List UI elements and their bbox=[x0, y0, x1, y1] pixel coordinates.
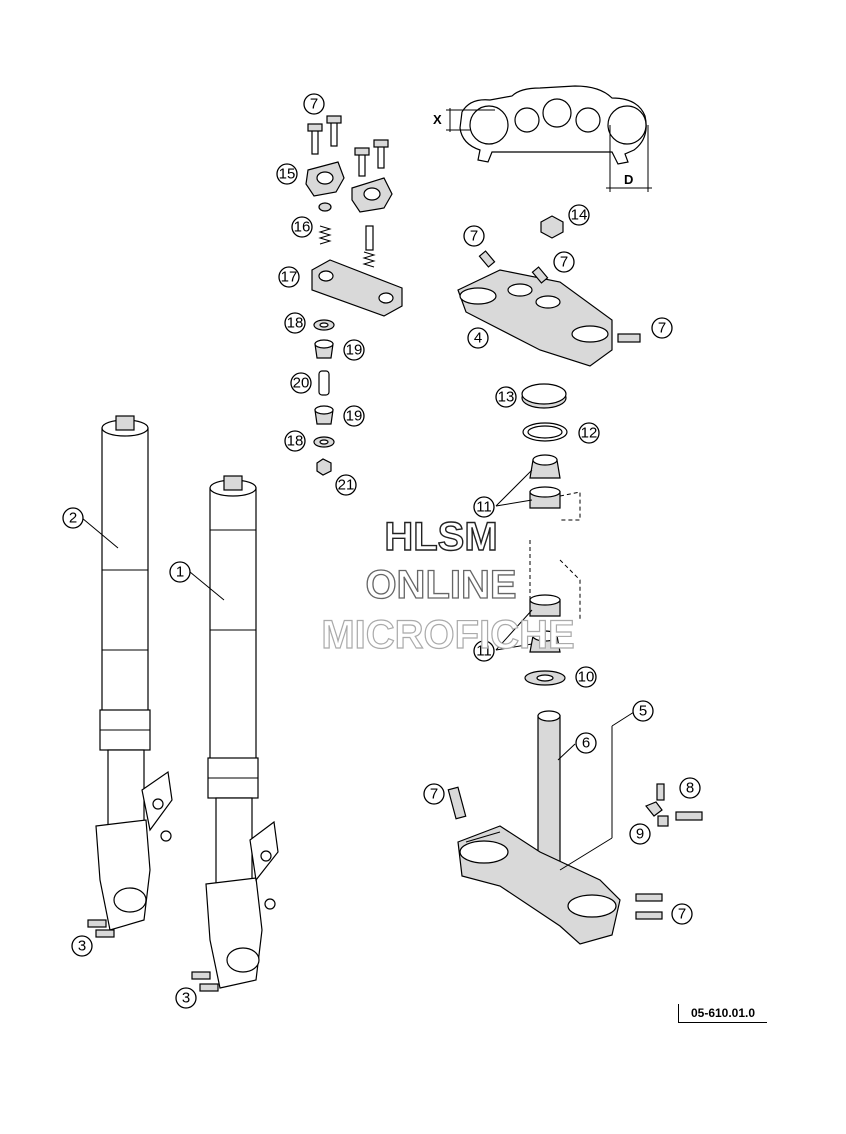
callout-3a: 3 bbox=[71, 935, 93, 957]
dimension-x-label: X bbox=[433, 112, 442, 127]
callout-2: 2 bbox=[62, 507, 84, 529]
svg-text:13: 13 bbox=[498, 389, 515, 406]
rubber-bushings-group bbox=[313, 319, 335, 476]
watermark-line-3: MICROFICHE bbox=[321, 613, 574, 657]
fork-leg-2 bbox=[87, 415, 173, 938]
callout-20: 20 bbox=[290, 372, 312, 394]
svg-text:7: 7 bbox=[470, 228, 478, 245]
callout-10: 10 bbox=[575, 666, 597, 688]
callout-7b: 7 bbox=[463, 225, 485, 247]
callout-11a: 11 bbox=[473, 496, 495, 518]
handlebar-clamp-15 bbox=[305, 161, 393, 213]
steering-bearing-stack bbox=[521, 383, 581, 686]
svg-text:15: 15 bbox=[279, 166, 296, 183]
callout-21: 21 bbox=[335, 474, 357, 496]
upper-triple-clamp-4 bbox=[457, 215, 641, 367]
callout-7a: 7 bbox=[303, 93, 325, 115]
svg-text:3: 3 bbox=[182, 990, 190, 1007]
callout-11b: 11 bbox=[473, 640, 495, 662]
svg-text:5: 5 bbox=[639, 703, 647, 720]
svg-text:19: 19 bbox=[346, 342, 363, 359]
svg-text:16: 16 bbox=[294, 219, 311, 236]
fork-leg-1 bbox=[191, 475, 279, 992]
svg-text:7: 7 bbox=[310, 96, 318, 113]
callout-6: 6 bbox=[575, 732, 597, 754]
callout-12: 12 bbox=[578, 422, 600, 444]
callout-16: 16 bbox=[291, 216, 313, 238]
upper-triple-clamp-outline: X D bbox=[433, 85, 652, 192]
svg-text:6: 6 bbox=[582, 735, 590, 752]
watermark: HLSM ONLINE MICROFICHE bbox=[321, 514, 576, 657]
callout-3b: 3 bbox=[175, 987, 197, 1009]
svg-text:7: 7 bbox=[560, 254, 568, 271]
reference-code: 05-610.01.0 bbox=[678, 1004, 767, 1023]
svg-text:18: 18 bbox=[287, 315, 304, 332]
callout-14: 14 bbox=[568, 204, 590, 226]
callout-13: 13 bbox=[495, 386, 517, 408]
callout-7f: 7 bbox=[671, 903, 693, 925]
callout-7d: 7 bbox=[651, 317, 673, 339]
callout-1: 1 bbox=[169, 561, 191, 583]
spring-16 bbox=[318, 202, 376, 268]
svg-text:20: 20 bbox=[293, 375, 310, 392]
watermark-line-2: ONLINE bbox=[365, 563, 516, 607]
callout-4: 4 bbox=[467, 327, 489, 349]
svg-text:7: 7 bbox=[678, 906, 686, 923]
dimension-d-label: D bbox=[624, 172, 633, 187]
svg-text:21: 21 bbox=[338, 477, 355, 494]
callout-19a: 19 bbox=[343, 339, 365, 361]
svg-text:19: 19 bbox=[346, 408, 363, 425]
svg-text:11: 11 bbox=[476, 499, 492, 516]
svg-text:18: 18 bbox=[287, 433, 304, 450]
svg-text:7: 7 bbox=[658, 320, 666, 337]
svg-text:12: 12 bbox=[581, 425, 598, 442]
svg-text:14: 14 bbox=[571, 207, 588, 224]
callout-9: 9 bbox=[629, 823, 651, 845]
callout-17: 17 bbox=[278, 266, 300, 288]
lower-triple-clamp-5 bbox=[447, 710, 703, 945]
svg-text:1: 1 bbox=[176, 564, 184, 581]
callout-5: 5 bbox=[632, 700, 654, 722]
callout-7e: 7 bbox=[423, 783, 445, 805]
callout-19b: 19 bbox=[343, 405, 365, 427]
svg-text:11: 11 bbox=[476, 643, 492, 660]
callout-15: 15 bbox=[276, 163, 298, 185]
svg-text:9: 9 bbox=[636, 826, 644, 843]
handlebar-clamp-base-17 bbox=[311, 259, 403, 317]
callout-8: 8 bbox=[679, 777, 701, 799]
svg-text:3: 3 bbox=[78, 938, 86, 955]
svg-text:7: 7 bbox=[430, 786, 438, 803]
svg-text:4: 4 bbox=[474, 330, 482, 347]
svg-text:10: 10 bbox=[578, 669, 595, 686]
callout-18b: 18 bbox=[284, 430, 306, 452]
leader-lines bbox=[81, 469, 635, 871]
svg-text:8: 8 bbox=[686, 780, 694, 797]
svg-text:2: 2 bbox=[69, 510, 77, 527]
callout-7c: 7 bbox=[553, 251, 575, 273]
svg-text:17: 17 bbox=[281, 269, 298, 286]
watermark-line-1: HLSM bbox=[384, 515, 497, 559]
clamp-bolts-group bbox=[307, 115, 389, 177]
callout-18a: 18 bbox=[284, 312, 306, 334]
